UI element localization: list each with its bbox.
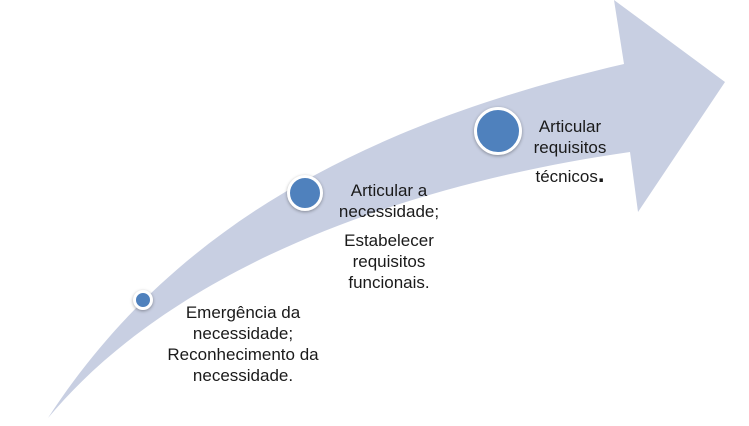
stage-3-line-3-text: técnicos [535, 167, 598, 186]
stage-3-line-1: Articular [538, 117, 602, 136]
stage-3-period: . [597, 161, 605, 188]
stage-2-label: Articular a necessidade; [316, 180, 462, 222]
stage-2-sub-line-2: requisitos [352, 252, 426, 271]
stage-3-marker [474, 107, 522, 155]
stage-1-line-3: Reconhecimento da [167, 345, 319, 364]
stage-2-marker [287, 175, 323, 211]
stage-2-sub-line-1: Estabelecer [344, 231, 434, 250]
stage-3-line-3: técnicos. [520, 161, 620, 188]
stage-1-line-2: necessidade; [192, 324, 294, 343]
curved-arrow-shape [48, 0, 725, 418]
stage-2-sub-label: Estabelecer requisitos funcionais. [316, 230, 462, 293]
stage-2-sub-line-3: funcionais. [348, 273, 430, 292]
stage-2-line-1: Articular a [350, 181, 428, 200]
stage-1-marker [133, 290, 153, 310]
stage-1-label: Emergência da necessidade; Reconheciment… [128, 302, 358, 386]
stage-3-line-2: requisitos [533, 138, 607, 157]
stage-2-line-2: necessidade; [338, 202, 440, 221]
stage-1-line-1: Emergência da [185, 303, 301, 322]
stage-1-line-4: necessidade. [192, 366, 294, 385]
stage-3-label: Articular requisitos técnicos. [520, 116, 620, 187]
